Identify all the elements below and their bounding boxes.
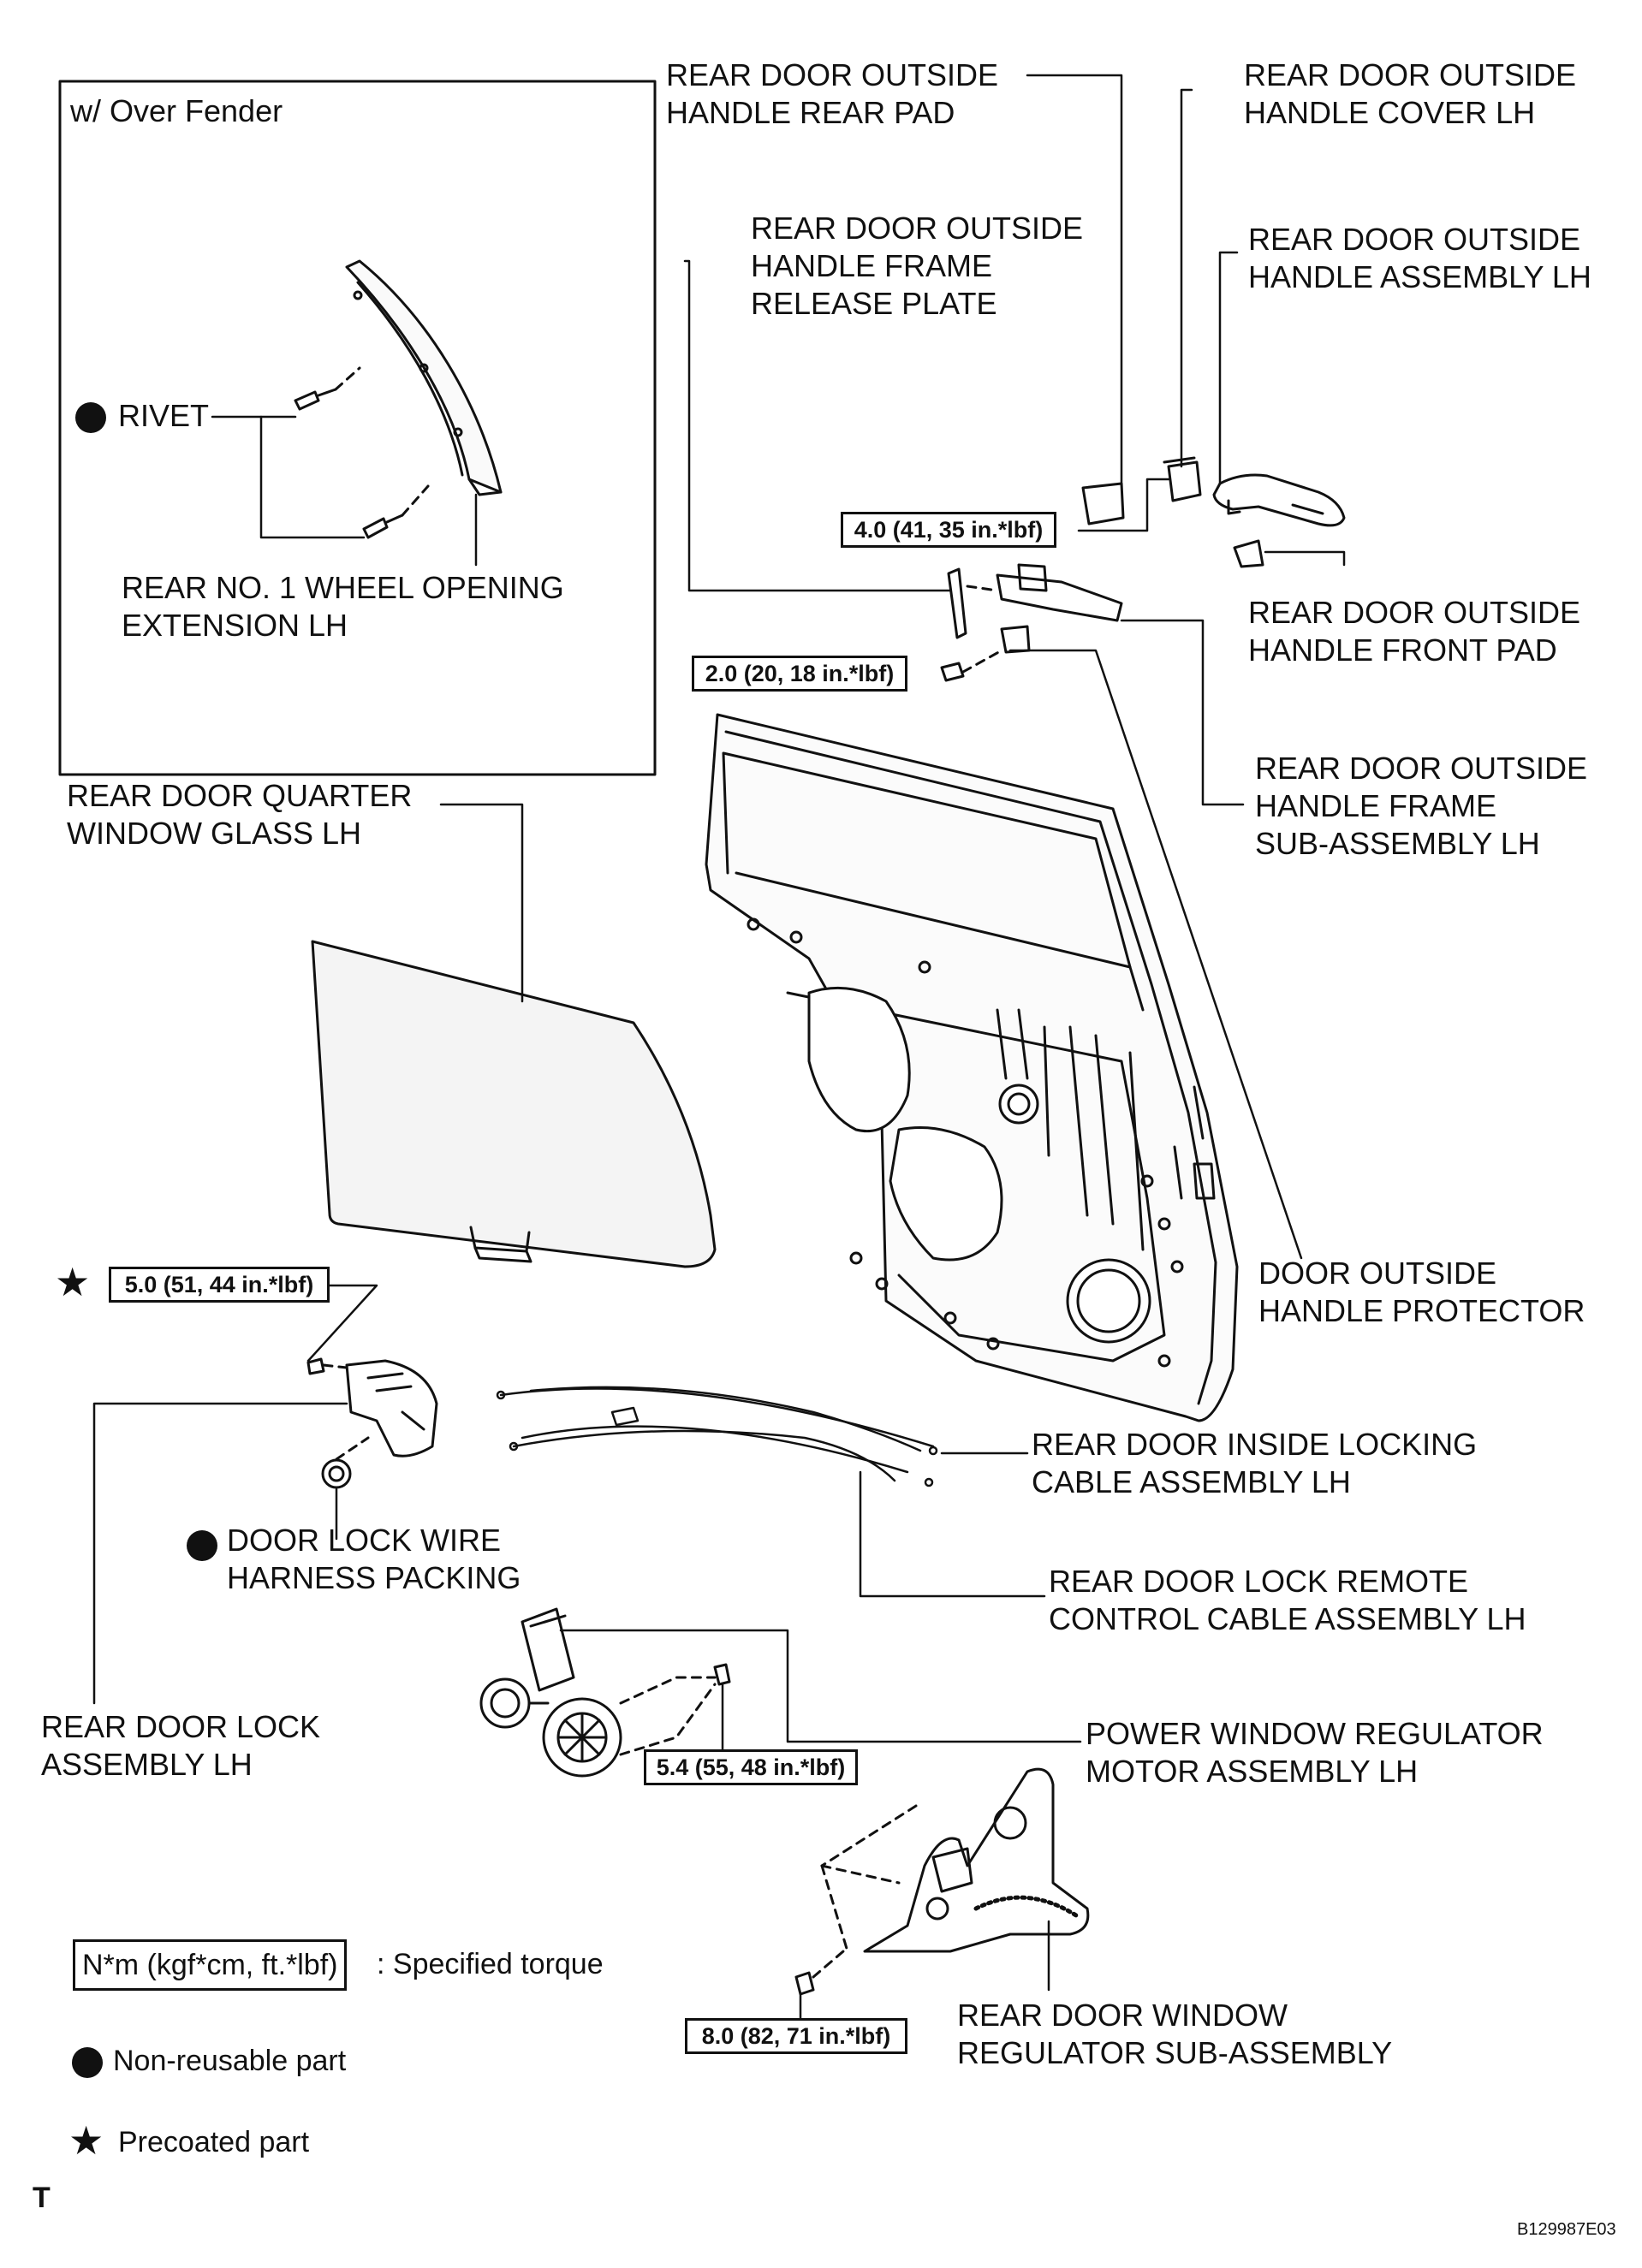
label-wheel-opening-extension: REAR NO. 1 WHEEL OPENING EXTENSION LH: [122, 569, 564, 644]
legend-torque-text: : Specified torque: [377, 1948, 604, 1980]
label-window-regulator: REAR DOOR WINDOW REGULATOR SUB-ASSEMBLY: [957, 1997, 1392, 2072]
label-line: DOOR LOCK WIRE: [227, 1523, 502, 1558]
label-line: HANDLE FRAME: [1255, 788, 1497, 823]
label-release-plate: REAR DOOR OUTSIDE HANDLE FRAME RELEASE P…: [751, 210, 1083, 323]
label-line: HANDLE FRONT PAD: [1248, 632, 1557, 668]
handle-leader-lines: [683, 74, 1346, 1260]
label-line: HANDLE REAR PAD: [666, 95, 955, 130]
outside-handle-parts-drawing: [940, 456, 1346, 682]
label-line: SUB-ASSEMBLY LH: [1255, 826, 1540, 861]
label-wire-harness-packing: DOOR LOCK WIRE HARNESS PACKING: [227, 1522, 521, 1597]
inset-frame: [58, 80, 657, 776]
legend-torque-box: N*m (kgf*cm, ft.*lbf): [73, 1939, 348, 1991]
label-line: REAR DOOR LOCK REMOTE: [1049, 1564, 1469, 1599]
quarter-window-glass-drawing: [311, 940, 717, 1268]
label-line: REAR DOOR OUTSIDE: [1255, 751, 1588, 786]
wheel-opening-extension-drawing: [345, 259, 503, 496]
label-line: REAR DOOR LOCK: [41, 1709, 321, 1744]
label-quarter-window-glass: REAR DOOR QUARTER WINDOW GLASS LH: [67, 777, 412, 852]
label-line: POWER WINDOW REGULATOR: [1086, 1716, 1544, 1751]
label-locking-cable: REAR DOOR INSIDE LOCKING CABLE ASSEMBLY …: [1032, 1426, 1477, 1501]
legend-non-reusable-dot: [72, 2047, 103, 2078]
door-lock-drawing: [306, 1357, 438, 1489]
rear-door-panel-drawing: [705, 713, 1239, 1422]
label-line: HANDLE ASSEMBLY LH: [1248, 259, 1591, 294]
torque-regulator: 8.0 (82, 71 in.*lbf): [685, 2018, 907, 2054]
label-line: DOOR OUTSIDE: [1258, 1256, 1497, 1291]
figure-code: B129987E03: [1517, 2220, 1616, 2239]
window-regulator-drawing: [794, 1767, 1090, 1996]
label-line: REAR DOOR OUTSIDE: [1248, 595, 1581, 630]
torque-handle: 4.0 (41, 35 in.*lbf): [841, 512, 1056, 548]
legend-precoated-star: ★: [68, 2117, 104, 2164]
label-line: EXTENSION LH: [122, 608, 348, 643]
label-frame-sub-assembly: REAR DOOR OUTSIDE HANDLE FRAME SUB-ASSEM…: [1255, 750, 1587, 863]
label-front-pad: REAR DOOR OUTSIDE HANDLE FRONT PAD: [1248, 594, 1580, 669]
label-handle-protector: DOOR OUTSIDE HANDLE PROTECTOR: [1258, 1255, 1585, 1330]
label-line: REAR DOOR QUARTER: [67, 778, 413, 813]
quarter-glass-leader: [439, 803, 524, 1003]
inset-title: w/ Over Fender: [70, 93, 283, 128]
inset-leader-lines: [211, 415, 478, 567]
legend-precoated-text: Precoated part: [118, 2126, 310, 2158]
torque-lock: 5.0 (51, 44 in.*lbf): [109, 1267, 330, 1303]
torque-frame: 2.0 (20, 18 in.*lbf): [692, 656, 907, 692]
label-line: WINDOW GLASS LH: [67, 816, 362, 851]
label-line: REAR DOOR OUTSIDE: [751, 211, 1084, 246]
label-rivet: RIVET: [118, 398, 210, 433]
label-line: REGULATOR SUB-ASSEMBLY: [957, 2035, 1393, 2070]
label-line: REAR DOOR INSIDE LOCKING: [1032, 1427, 1478, 1462]
label-line: ASSEMBLY LH: [41, 1747, 253, 1782]
rivet-drawings: [294, 366, 430, 539]
cables-drawing: [496, 1386, 938, 1487]
label-line: HANDLE PROTECTOR: [1258, 1293, 1585, 1328]
label-door-lock-assembly: REAR DOOR LOCK ASSEMBLY LH: [41, 1708, 320, 1784]
label-line: HANDLE COVER LH: [1244, 95, 1536, 130]
label-line: CONTROL CABLE ASSEMBLY LH: [1049, 1601, 1526, 1636]
torque-motor: 5.4 (55, 48 in.*lbf): [644, 1749, 858, 1785]
label-line: REAR DOOR OUTSIDE: [1244, 57, 1577, 92]
label-line: MOTOR ASSEMBLY LH: [1086, 1754, 1419, 1789]
label-line: REAR DOOR OUTSIDE: [666, 57, 999, 92]
corner-mark: T: [33, 2182, 51, 2214]
label-line: CABLE ASSEMBLY LH: [1032, 1464, 1351, 1499]
cable-leader-lines: [859, 1452, 1046, 1598]
label-rear-pad: REAR DOOR OUTSIDE HANDLE REAR PAD: [666, 56, 998, 132]
label-remote-control-cable: REAR DOOR LOCK REMOTE CONTROL CABLE ASSE…: [1049, 1563, 1526, 1638]
label-line: HANDLE FRAME: [751, 248, 993, 283]
motor-leader-lines: [559, 1629, 1082, 1760]
label-line: REAR DOOR OUTSIDE: [1248, 222, 1581, 257]
precoated-marker-lock: ★: [55, 1259, 91, 1305]
non-reusable-marker-packing: [187, 1530, 217, 1561]
label-handle-assembly: REAR DOOR OUTSIDE HANDLE ASSEMBLY LH: [1248, 221, 1591, 296]
label-line: REAR DOOR WINDOW: [957, 1998, 1288, 2033]
legend-non-reusable-text: Non-reusable part: [113, 2045, 347, 2077]
non-reusable-marker-rivet: [75, 402, 106, 433]
label-handle-cover: REAR DOOR OUTSIDE HANDLE COVER LH: [1244, 56, 1576, 132]
label-line: RELEASE PLATE: [751, 286, 997, 321]
label-line: REAR NO. 1 WHEEL OPENING: [122, 570, 564, 605]
label-window-motor: POWER WINDOW REGULATOR MOTOR ASSEMBLY LH: [1086, 1715, 1544, 1790]
label-line: HARNESS PACKING: [227, 1560, 521, 1595]
lock-leader-lines: [92, 1284, 378, 1705]
